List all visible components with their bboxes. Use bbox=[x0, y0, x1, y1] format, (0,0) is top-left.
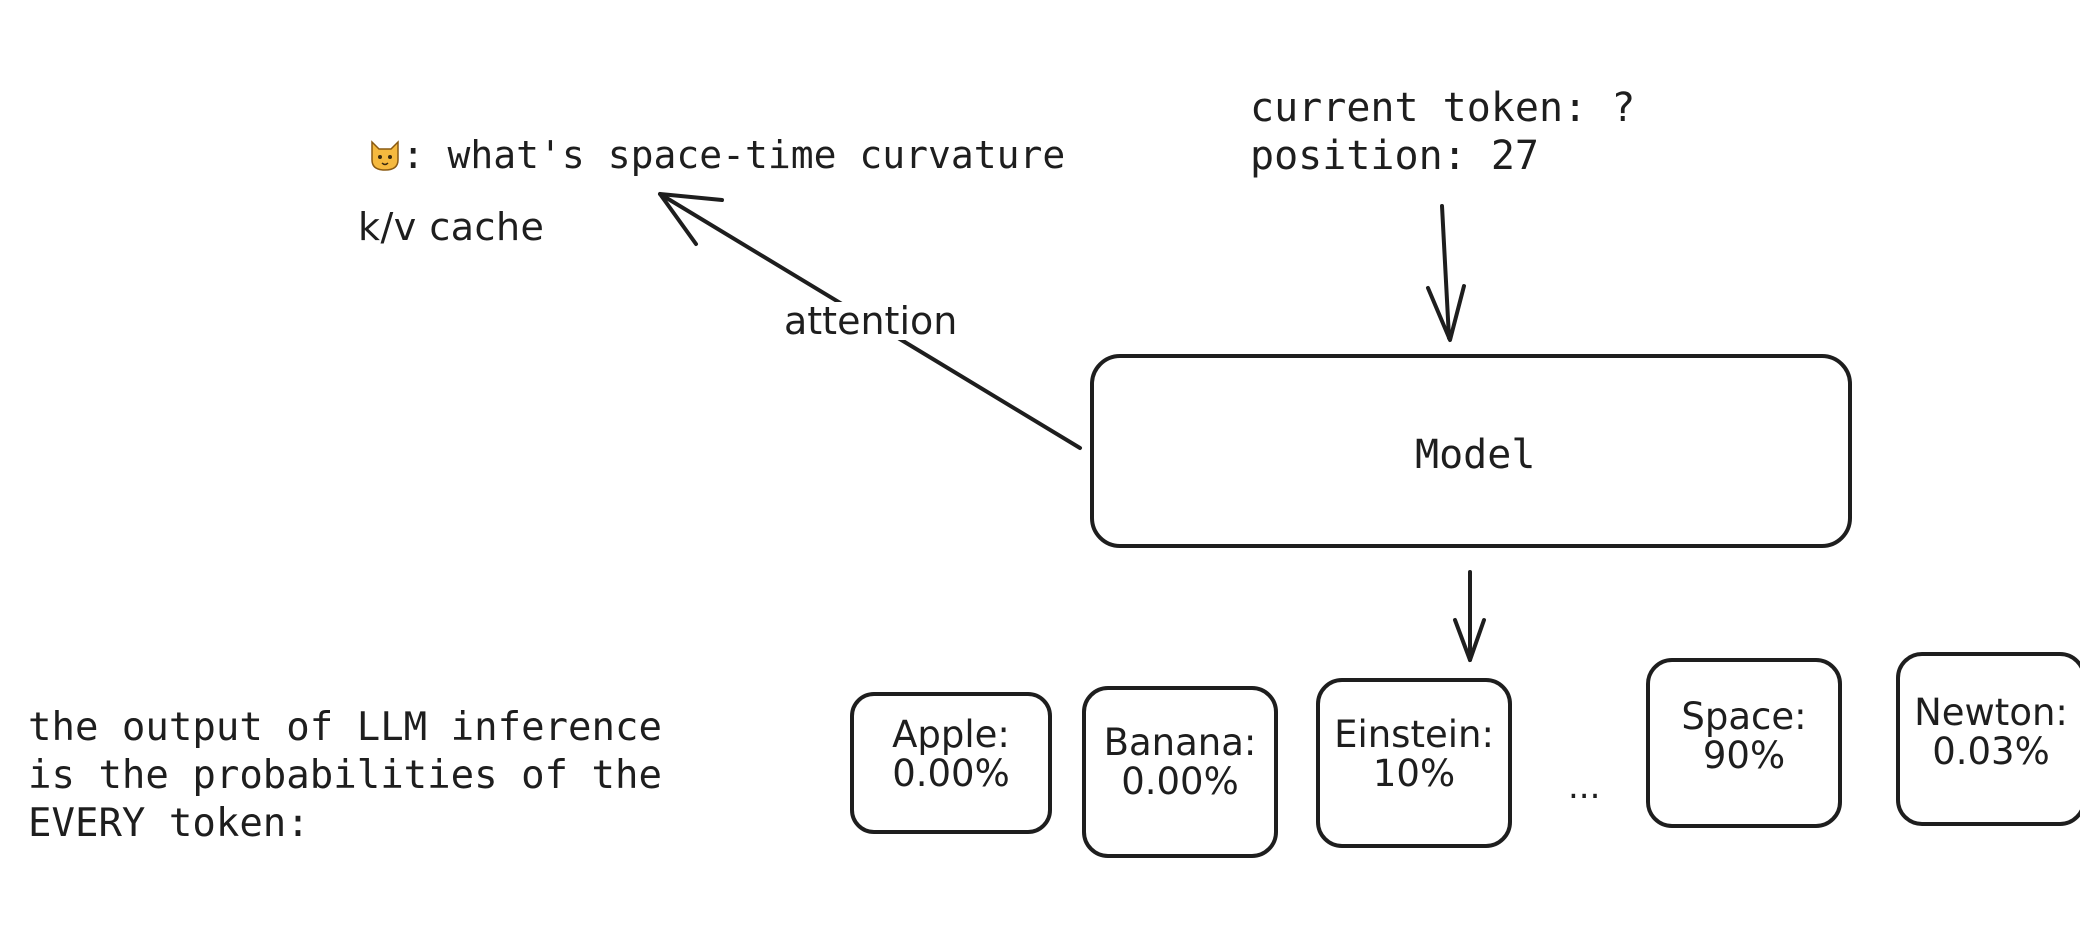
position-label: position: 27 bbox=[1250, 133, 1539, 179]
token-einstein: Einstein:10% bbox=[1318, 713, 1510, 795]
token-prob: 10% bbox=[1372, 751, 1456, 795]
token-ellipsis: ... bbox=[1568, 767, 1601, 807]
token-box-einstein bbox=[1316, 678, 1512, 848]
prompt-line: : what's space-time curvature bbox=[322, 98, 1065, 174]
cat-face-icon bbox=[371, 140, 399, 171]
token-space: Space:90% bbox=[1648, 695, 1840, 777]
kv-cache-label: k/v cache bbox=[358, 205, 545, 249]
current-token-label: current token: ? bbox=[1250, 85, 1636, 131]
token-banana: Banana:0.00% bbox=[1084, 721, 1276, 803]
arrowhead-token-to-model bbox=[1426, 284, 1466, 342]
token-name: Newton: bbox=[1914, 691, 2068, 734]
token-apple: Apple:0.00% bbox=[852, 713, 1050, 795]
token-box-newton bbox=[1896, 652, 2080, 826]
model-label: Model bbox=[1415, 432, 1536, 478]
token-box-apple bbox=[850, 692, 1052, 834]
token-prob: 90% bbox=[1702, 733, 1786, 777]
token-name: Apple: bbox=[892, 713, 1010, 756]
arrow-token-to-model bbox=[1440, 204, 1451, 340]
token-name: Space: bbox=[1681, 695, 1807, 738]
token-box-banana bbox=[1082, 686, 1278, 858]
arrowhead-model-to-tokens bbox=[1453, 618, 1486, 662]
token-name: Banana: bbox=[1103, 721, 1257, 764]
token-prob: 0.00% bbox=[1121, 759, 1239, 803]
model-box bbox=[1090, 354, 1852, 548]
prompt-text: what's space-time curvature bbox=[447, 133, 1066, 177]
token-newton: Newton:0.03% bbox=[1898, 691, 2080, 773]
output-caption: the output of LLM inference is the proba… bbox=[28, 705, 662, 846]
token-name: Einstein: bbox=[1334, 713, 1494, 756]
token-box-space bbox=[1646, 658, 1842, 828]
prompt-separator: : bbox=[401, 133, 425, 177]
token-prob: 0.03% bbox=[1932, 729, 2050, 773]
token-prob: 0.00% bbox=[892, 751, 1010, 795]
attention-arrowhead bbox=[658, 192, 724, 246]
attention-label: attention bbox=[780, 302, 962, 340]
